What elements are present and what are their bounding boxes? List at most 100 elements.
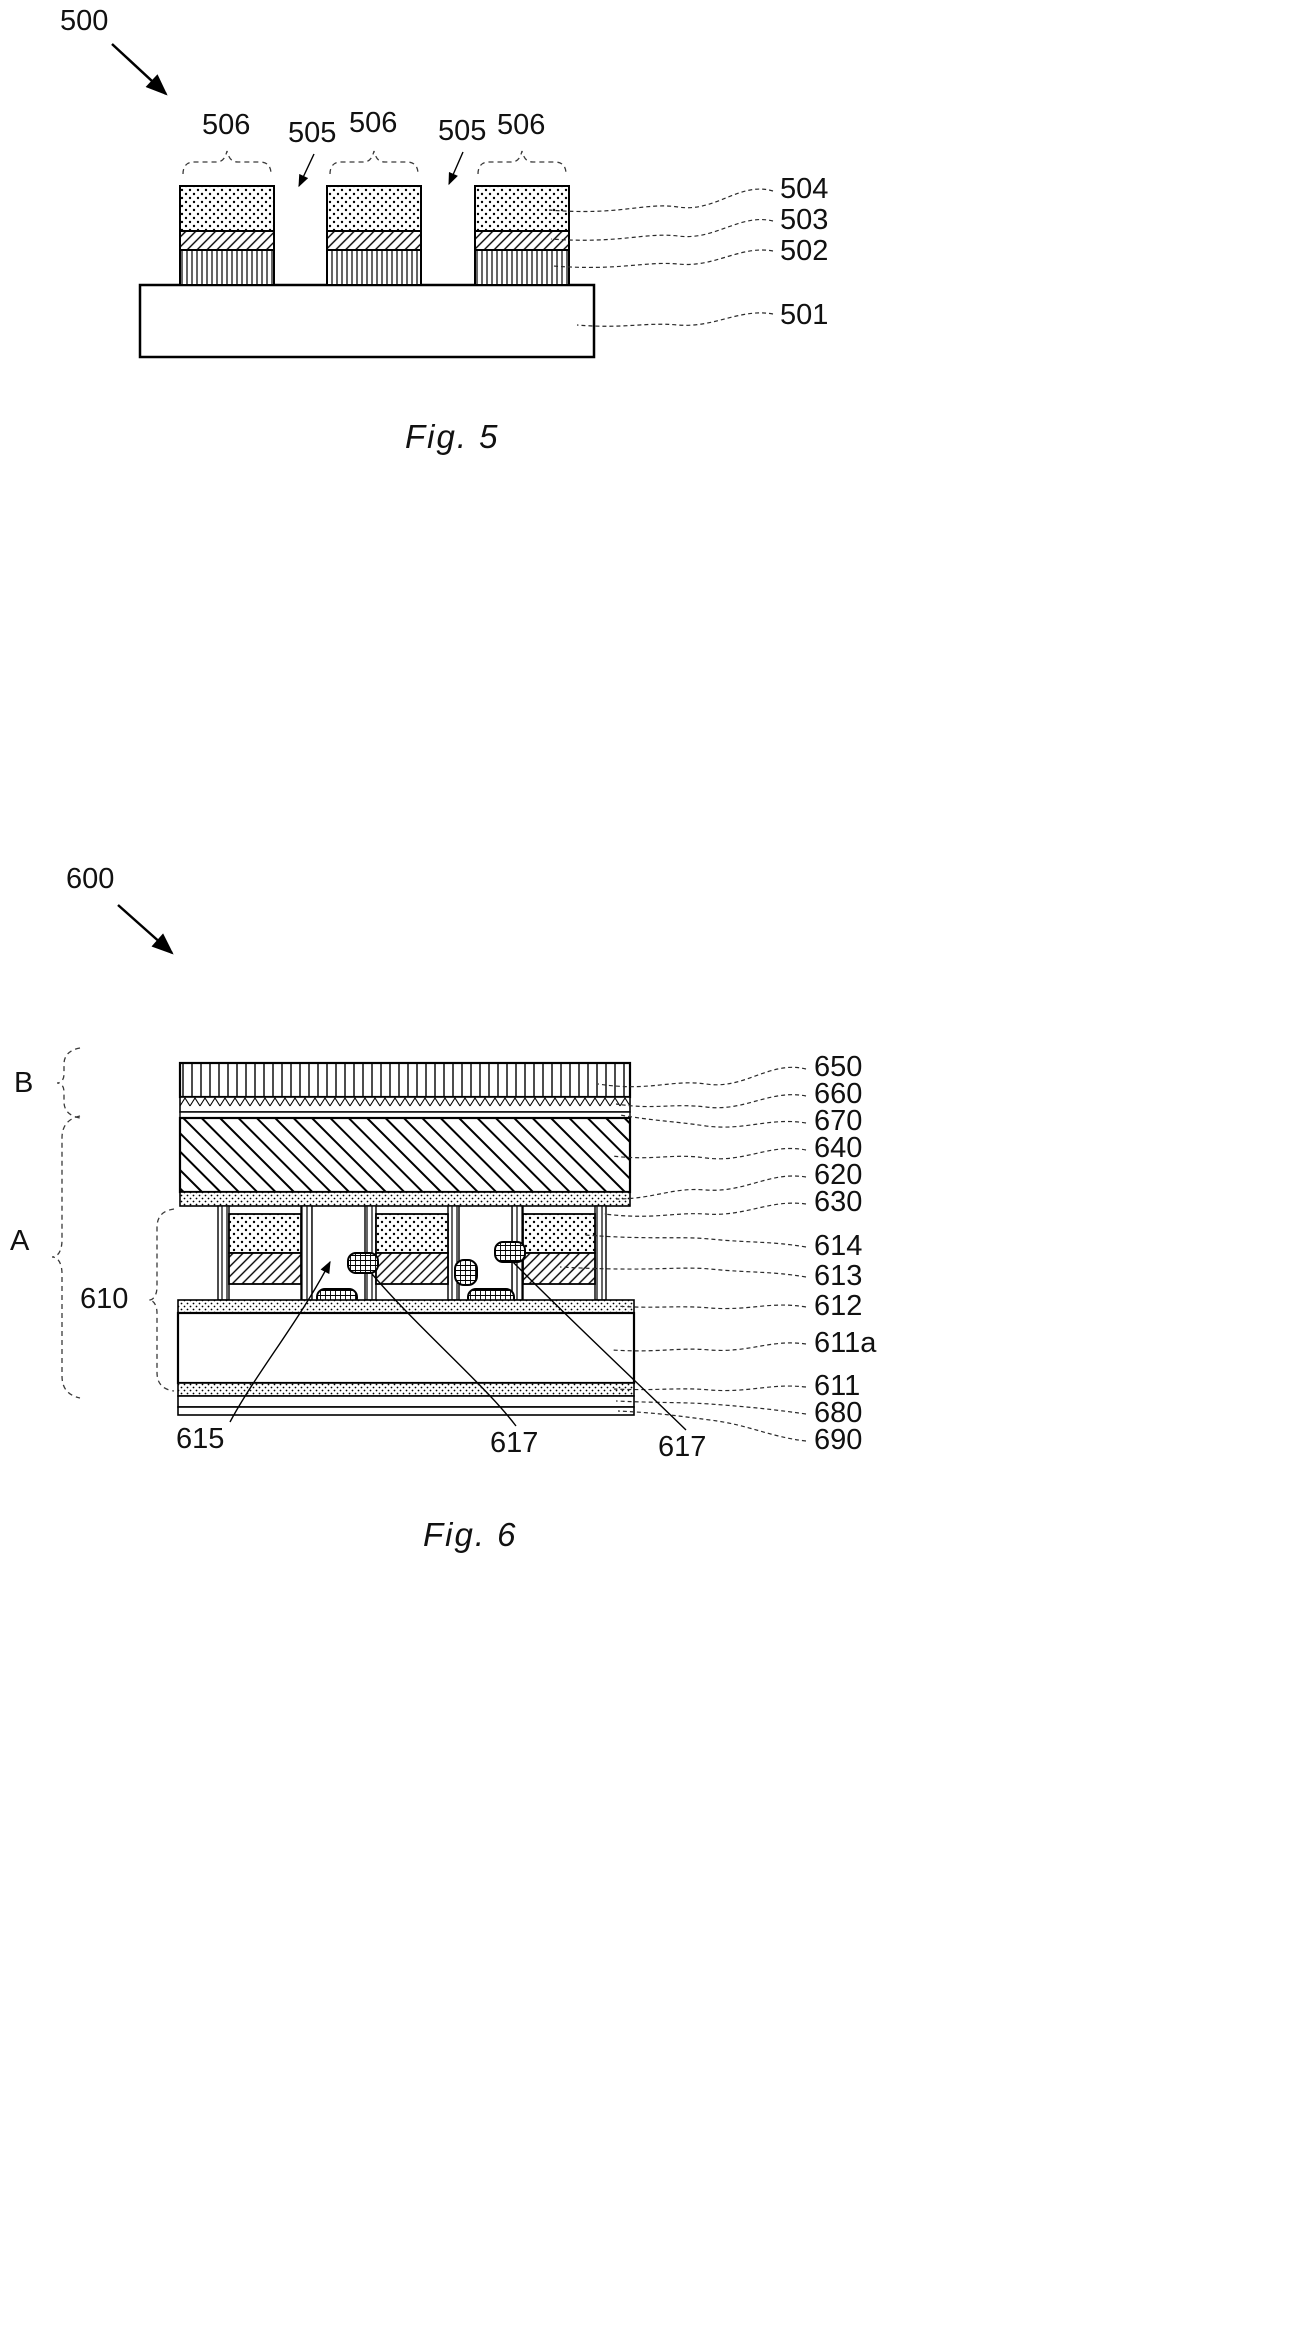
- fig6-leader-670: [619, 1114, 807, 1128]
- fig6-label-A: A: [10, 1225, 30, 1257]
- fig6-label-617-right: 617: [658, 1431, 707, 1463]
- fig5-brace-506-1: [182, 150, 272, 175]
- fig6-label-613: 613: [814, 1260, 863, 1292]
- fig6-layer-690-rect: [177, 1406, 635, 1416]
- fig6-leader-615: [229, 1260, 331, 1423]
- fig6-label-660: 660: [814, 1078, 863, 1110]
- fig6-layer-660-rect: [179, 1096, 631, 1113]
- fig5-layer-503-rect: [179, 230, 275, 251]
- fig5-brace-506-2: [329, 150, 419, 175]
- fig5-drawing: [111, 43, 774, 359]
- fig6-leader-613: [559, 1266, 807, 1278]
- fig6-brace-B: [56, 1047, 81, 1119]
- fig6-layer-614-rect: [522, 1213, 596, 1254]
- fig6-label-611: 611: [814, 1370, 861, 1402]
- fig6-label-612: 612: [814, 1290, 863, 1322]
- fig6-capsule-617: [347, 1252, 379, 1274]
- fig6-leader-611: [613, 1385, 807, 1392]
- fig5-arrow-505-2: [448, 151, 464, 186]
- fig6-label-630: 630: [814, 1186, 863, 1218]
- fig5-leader-502: [552, 249, 774, 268]
- fig6-layer-650-rect: [178, 1061, 632, 1099]
- fig6-pillar-wall: [300, 1205, 313, 1301]
- fig5-pillar-1: [179, 185, 275, 286]
- fig6-ref-arrow: [117, 904, 174, 955]
- fig5-label-502: 502: [780, 235, 829, 267]
- fig6-ref-label: 600: [66, 863, 115, 895]
- fig6-leader-614: [584, 1234, 807, 1248]
- fig6-layer-614-rect: [228, 1213, 302, 1254]
- fig6-leader-611a: [611, 1342, 807, 1352]
- fig6-label-614: 614: [814, 1230, 863, 1262]
- fig6-leader-617-right: [512, 1261, 687, 1431]
- fig5-brace-506-3: [477, 150, 567, 175]
- fig5-label-506-1: 506: [202, 109, 251, 141]
- fig6-layer-620-rect: [179, 1191, 631, 1207]
- fig6-leader-620: [615, 1175, 807, 1200]
- fig5-layer-502-rect: [474, 249, 570, 286]
- fig5-label-505-2: 505: [438, 115, 487, 147]
- fig6-layer-613-rect: [375, 1252, 449, 1285]
- fig6-leader-640: [611, 1147, 807, 1160]
- fig6-layer-680-rect: [177, 1395, 635, 1408]
- fig5-layer-501-rect: [138, 283, 596, 359]
- fig6-leader-650: [597, 1066, 807, 1088]
- fig6-pillar-wall: [594, 1205, 607, 1301]
- fig6-label-610: 610: [80, 1283, 129, 1315]
- fig5-arrow-505-1: [298, 153, 315, 188]
- fig5-pillar-2: [326, 185, 422, 286]
- fig6-brace-610: [148, 1208, 175, 1392]
- fig5-leader-503: [550, 219, 774, 241]
- fig5-layer-504-rect: [474, 185, 570, 232]
- fig6-layer-640-rect: [178, 1116, 632, 1194]
- fig5-pillar-3: [474, 185, 570, 286]
- fig5-layer-503-rect: [326, 230, 422, 251]
- fig6-label-670: 670: [814, 1105, 863, 1137]
- fig5-layer-503-rect: [474, 230, 570, 251]
- fig5-layer-504-rect: [326, 185, 422, 232]
- fig6-label-620: 620: [814, 1159, 863, 1191]
- fig5-label-501: 501: [780, 299, 829, 331]
- fig6-capsule-617: [494, 1241, 526, 1263]
- fig5-caption: Fig. 5: [405, 418, 500, 455]
- fig6-label-650: 650: [814, 1051, 863, 1083]
- fig6-drawing: [51, 904, 807, 1442]
- fig6-pillar-wall: [217, 1205, 230, 1301]
- fig6-label-690: 690: [814, 1424, 863, 1456]
- fig6-layer-611a-rect: [176, 1311, 636, 1385]
- fig5-layer-502-rect: [326, 249, 422, 286]
- fig6-layer-613-rect: [522, 1252, 596, 1285]
- fig5-leader-501: [576, 312, 774, 327]
- fig6-label-B: B: [14, 1067, 34, 1099]
- fig6-brace-A: [51, 1115, 81, 1399]
- fig5-ref-arrow: [111, 43, 168, 96]
- fig5-label-505-1: 505: [288, 117, 337, 149]
- fig6-label-617-mid: 617: [490, 1427, 539, 1459]
- fig6-caption: Fig. 6: [423, 1516, 518, 1553]
- fig5-ref-label: 500: [60, 5, 109, 37]
- fig6-label-611a: 611a: [814, 1327, 877, 1359]
- fig5-layer-504-rect: [179, 185, 275, 232]
- fig6-pillar-1: [228, 1213, 302, 1285]
- fig6-layer-613-rect: [228, 1252, 302, 1285]
- fig6-label-640: 640: [814, 1132, 863, 1164]
- fig6-capsule-617: [454, 1259, 478, 1286]
- fig6-leader-660: [615, 1094, 807, 1109]
- fig6-leader-612: [615, 1304, 807, 1310]
- fig6-label-615: 615: [176, 1423, 225, 1455]
- fig6-pillar-wall: [447, 1205, 460, 1301]
- fig6-leader-630: [603, 1202, 807, 1217]
- fig6-pillar-3: [522, 1213, 596, 1285]
- fig6-pillar-2: [375, 1213, 449, 1285]
- fig5-leader-504: [548, 188, 774, 213]
- fig6-leader-680: [615, 1400, 807, 1415]
- fig5-label-506-3: 506: [497, 109, 546, 141]
- fig6-leader-690: [617, 1410, 807, 1442]
- fig5-label-504: 504: [780, 173, 829, 205]
- fig5-label-503: 503: [780, 204, 829, 236]
- fig5-layer-502-rect: [179, 249, 275, 286]
- fig6-leader-617-mid: [371, 1273, 517, 1427]
- fig5-label-506-2: 506: [349, 107, 398, 139]
